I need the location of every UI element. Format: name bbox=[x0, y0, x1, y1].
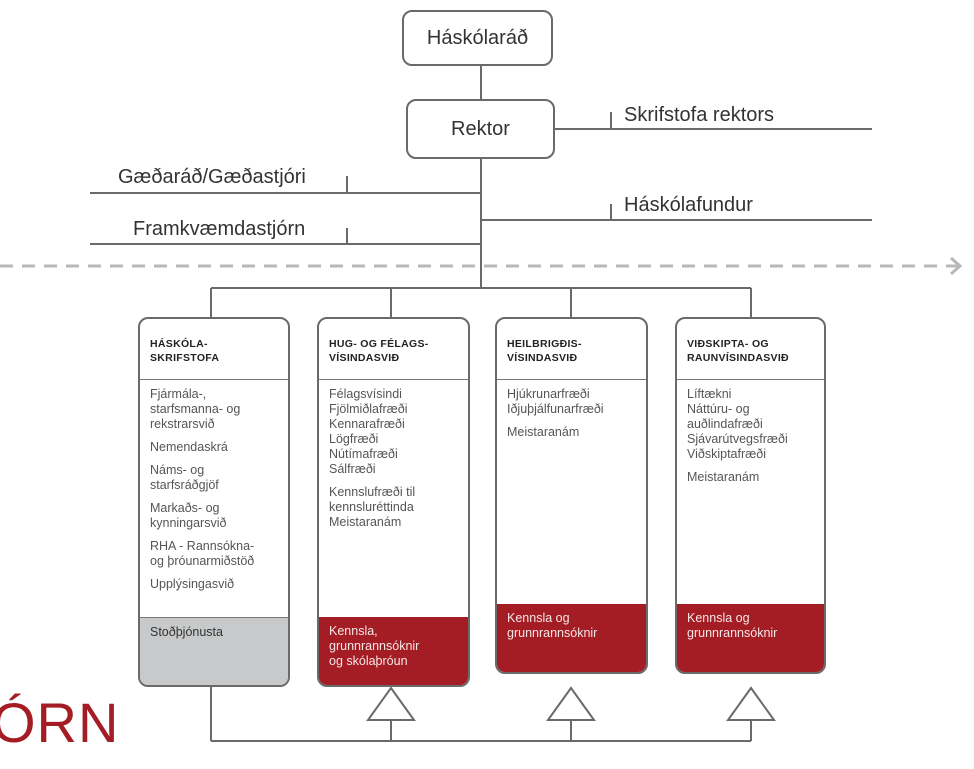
board-label: Háskólaráð bbox=[426, 26, 529, 49]
board-node: Háskólaráð bbox=[402, 10, 553, 66]
university-meeting-label: Háskólafundur bbox=[624, 194, 753, 216]
unit-divider bbox=[319, 379, 468, 380]
unit-group: Upplýsingasvið bbox=[150, 577, 235, 591]
unit-footer-teaching: Kennsla og grunnrannsóknir bbox=[497, 604, 646, 672]
unit-title: HÁSKÓLA- SKRIFSTOFA bbox=[150, 338, 220, 364]
unit-group: Nemendaskrá bbox=[150, 440, 228, 454]
unit-body: Fjármála-, starfsmanna- og rekstrarsvið … bbox=[150, 387, 282, 600]
unit-divider bbox=[677, 379, 824, 380]
unit-group: Náms- og starfsráðgjöf bbox=[150, 463, 219, 492]
dashed-arrow bbox=[0, 256, 963, 276]
unit-group: Meistaranám bbox=[687, 470, 760, 484]
unit-group: Meistaranám bbox=[507, 425, 580, 439]
unit-group: Fjármála-, starfsmanna- og rekstrarsvið bbox=[150, 387, 241, 431]
unit-group: Líftækni Náttúru- og auðlindafræði Sjáva… bbox=[687, 387, 788, 461]
logo-fragment: ÓRN bbox=[0, 691, 120, 754]
unit-footer-teaching: Kennsla og grunnrannsóknir bbox=[677, 604, 824, 672]
unit-footer-support: Stoðþjónusta bbox=[140, 617, 288, 685]
unit-group: Kennslufræði til kennsluréttinda Meistar… bbox=[329, 485, 416, 529]
unit-university-office: HÁSKÓLA- SKRIFSTOFA Fjármála-, starfsman… bbox=[138, 317, 290, 687]
unit-body: Líftækni Náttúru- og auðlindafræði Sjáva… bbox=[687, 387, 818, 493]
unit-divider bbox=[140, 379, 288, 380]
unit-divider bbox=[497, 379, 646, 380]
unit-group: Markaðs- og kynningarsvið bbox=[150, 501, 227, 530]
unit-body: Félagsvísindi Fjölmiðlafræði Kennarafræð… bbox=[329, 387, 462, 538]
executive-board-label: Framkvæmdastjórn bbox=[133, 218, 306, 240]
quality-council-label: Gæðaráð/Gæðastjóri bbox=[118, 166, 306, 188]
rector-office-label: Skrifstofa rektors bbox=[624, 104, 775, 126]
unit-group: Hjúkrunarfræði Iðjuþjálfunarfræði bbox=[507, 387, 604, 416]
rector-node: Rektor bbox=[406, 99, 555, 159]
unit-humanities-social: HUG- OG FÉLAGS- VÍSINDASVIÐ Félagsvísind… bbox=[317, 317, 470, 687]
unit-body: Hjúkrunarfræði Iðjuþjálfunarfræði Meista… bbox=[507, 387, 640, 448]
unit-group: Félagsvísindi Fjölmiðlafræði Kennarafræð… bbox=[329, 387, 408, 476]
unit-health-sciences: HEILBRIGÐIS- VÍSINDASVIÐ Hjúkrunarfræði … bbox=[495, 317, 648, 674]
unit-title: HUG- OG FÉLAGS- VÍSINDASVIÐ bbox=[329, 338, 429, 364]
unit-group: RHA - Rannsókna- og þróunarmiðstöð bbox=[150, 539, 255, 568]
unit-title: VIÐSKIPTA- OG RAUNVÍSINDASVIÐ bbox=[687, 338, 789, 364]
rector-label: Rektor bbox=[451, 117, 510, 140]
unit-business-science: VIÐSKIPTA- OG RAUNVÍSINDASVIÐ Líftækni N… bbox=[675, 317, 826, 674]
unit-title: HEILBRIGÐIS- VÍSINDASVIÐ bbox=[507, 338, 582, 364]
unit-footer-teaching: Kennsla, grunnrannsóknir og skólaþróun bbox=[319, 617, 468, 685]
